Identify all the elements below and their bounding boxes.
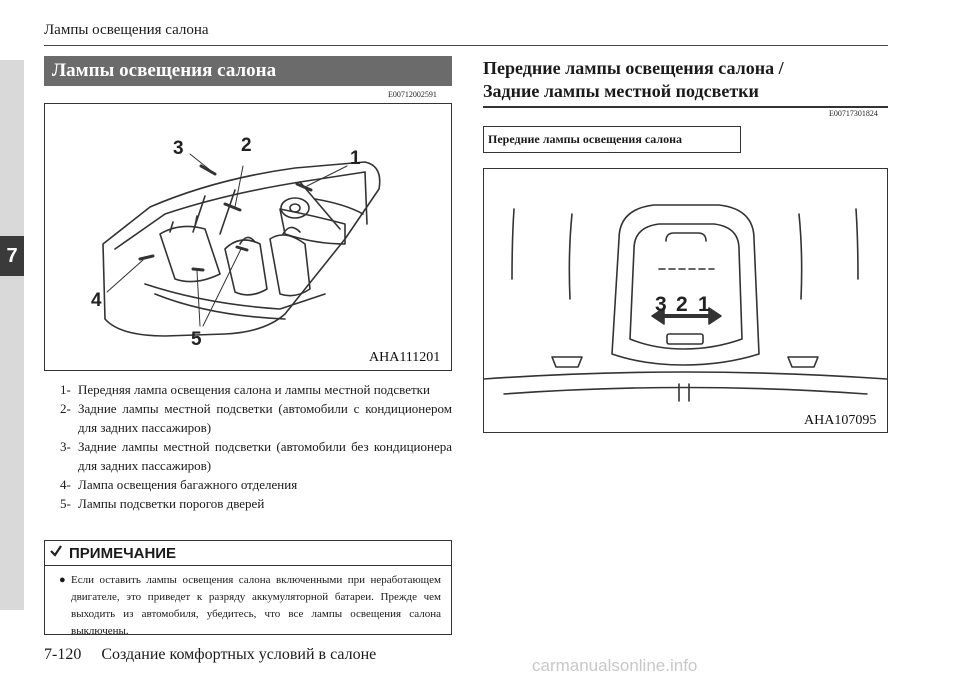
page-number: 7-120 bbox=[44, 646, 82, 663]
heading-line-1: Передние лампы освещения салона / bbox=[483, 58, 784, 78]
legend-number: 5- bbox=[60, 496, 71, 511]
header-rule bbox=[44, 45, 888, 46]
figure-code-left: AHA111201 bbox=[369, 350, 441, 365]
callout-5: 5 bbox=[191, 329, 202, 350]
legend-item: 2- Задние лампы местной подсветки (автом… bbox=[60, 399, 452, 437]
heading-line-2: Задние лампы местной подсветки bbox=[483, 81, 759, 101]
overhead-console-illustration: 3 2 1 bbox=[483, 204, 888, 402]
subheading-box: Передние лампы освещения салона bbox=[483, 126, 741, 153]
figure-legend: 1- Передняя лампа освещения салона и лам… bbox=[60, 380, 452, 513]
note-text: Если оставить лампы освещения салона вкл… bbox=[71, 574, 441, 637]
legend-text: Передняя лампа освещения салона и лампы … bbox=[78, 382, 430, 397]
note-body: ● Если оставить лампы освещения салона в… bbox=[45, 566, 451, 640]
bullet-icon: ● bbox=[59, 574, 66, 586]
legend-number: 1- bbox=[60, 382, 71, 397]
car-interior-figure: 1 2 3 4 5 AHA111201 bbox=[44, 103, 452, 371]
legend-item: 5- Лампы подсветки порогов дверей bbox=[60, 494, 452, 513]
right-section-heading: Передние лампы освещения салона / Задние… bbox=[483, 57, 888, 103]
heading-rule bbox=[483, 106, 888, 108]
callout-4: 4 bbox=[91, 290, 102, 311]
legend-item: 1- Передняя лампа освещения салона и лам… bbox=[60, 380, 452, 399]
legend-item: 4- Лампа освещения багажного отделения bbox=[60, 475, 452, 494]
section-title: Лампы освещения салона bbox=[44, 56, 452, 86]
note-header: ПРИМЕЧАНИЕ bbox=[45, 541, 451, 566]
legend-item: 3- Задние лампы местной подсветки (автом… bbox=[60, 437, 452, 475]
chapter-title: Создание комфортных условий в салоне bbox=[101, 646, 377, 663]
running-head: Лампы освещения салона bbox=[44, 22, 209, 38]
switch-label-2: 2 bbox=[676, 293, 688, 316]
car-interior-illustration: 1 2 3 4 5 bbox=[91, 135, 381, 350]
overhead-console-figure: 3 2 1 AHA107095 bbox=[483, 168, 888, 433]
callout-2: 2 bbox=[241, 135, 252, 156]
legend-text: Лампы подсветки порогов дверей bbox=[78, 496, 265, 511]
chapter-tab: 7 bbox=[0, 236, 24, 276]
figure-code-right: AHA107095 bbox=[804, 413, 877, 428]
doc-code-left: E00712002591 bbox=[388, 90, 437, 99]
legend-text: Задние лампы местной подсветки (автомоби… bbox=[78, 401, 452, 435]
watermark: carmanualsonline.info bbox=[532, 656, 698, 675]
note-box: ПРИМЕЧАНИЕ ● Если оставить лампы освещен… bbox=[44, 540, 452, 637]
callout-1: 1 bbox=[350, 148, 361, 169]
legend-text: Задние лампы местной подсветки (автомоби… bbox=[78, 439, 452, 473]
legend-number: 4- bbox=[60, 477, 71, 492]
switch-label-1: 1 bbox=[698, 293, 710, 316]
check-icon bbox=[49, 544, 63, 562]
legend-number: 2- bbox=[60, 401, 71, 416]
doc-code-right: E00717301824 bbox=[829, 109, 878, 118]
legend-text: Лампа освещения багажного отделения bbox=[78, 477, 298, 492]
note-title: ПРИМЕЧАНИЕ bbox=[69, 544, 177, 562]
side-margin-bar bbox=[0, 60, 24, 610]
legend-number: 3- bbox=[60, 439, 71, 454]
switch-label-3: 3 bbox=[655, 293, 667, 316]
page-footer: 7-120 Создание комфортных условий в сало… bbox=[44, 646, 376, 664]
callout-3: 3 bbox=[173, 138, 184, 159]
